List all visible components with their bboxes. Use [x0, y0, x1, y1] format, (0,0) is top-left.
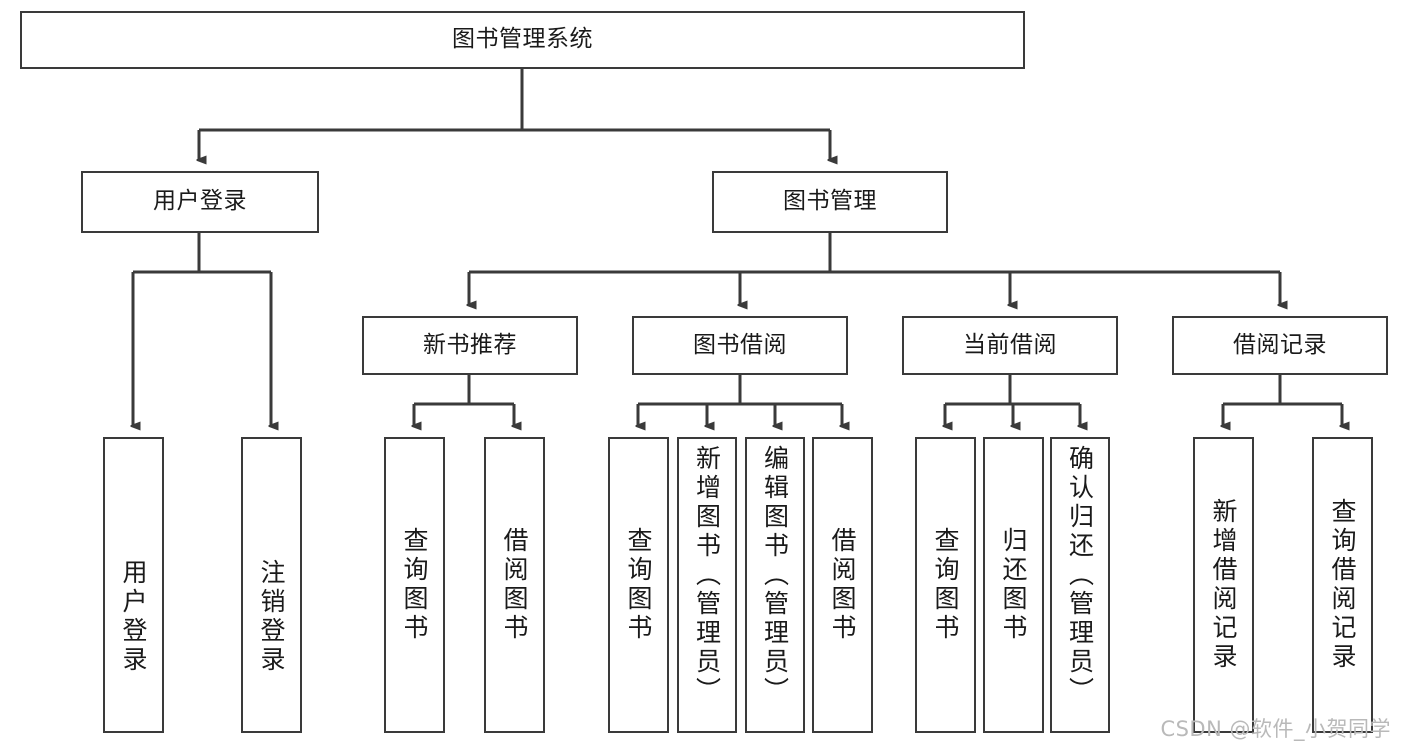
- node-book-borrow-label: 图书借阅: [693, 331, 787, 358]
- node-user-login-label: 用户登录: [153, 188, 247, 215]
- node-borrow-records[interactable]: 借阅记录: [1172, 316, 1388, 375]
- leaf-query-book-2-label: 查询图书: [624, 527, 653, 643]
- leaf-add-book-label: 新增图书（管理员）: [692, 445, 722, 706]
- node-current-borrow[interactable]: 当前借阅: [902, 316, 1118, 375]
- leaf-add-record-label: 新增借阅记录: [1209, 498, 1238, 672]
- leaf-user-login[interactable]: 用户登录: [103, 437, 164, 733]
- leaf-query-book-3-label: 查询图书: [931, 527, 960, 643]
- node-book-management-label: 图书管理: [783, 188, 877, 215]
- leaf-edit-book-label: 编辑图书（管理员）: [760, 445, 790, 706]
- leaf-add-book[interactable]: 新增图书（管理员）: [677, 437, 737, 733]
- node-new-book-recommend[interactable]: 新书推荐: [362, 316, 578, 375]
- watermark: CSDN @软件_小贺同学: [1160, 717, 1391, 741]
- leaf-borrow-book-1[interactable]: 借阅图书: [484, 437, 545, 733]
- leaf-return-book-label: 归还图书: [999, 527, 1028, 643]
- node-current-borrow-label: 当前借阅: [963, 331, 1057, 358]
- node-borrow-records-label: 借阅记录: [1233, 331, 1327, 358]
- node-root-label: 图书管理系统: [452, 26, 593, 53]
- node-book-borrow[interactable]: 图书借阅: [632, 316, 848, 375]
- leaf-query-book-1-label: 查询图书: [400, 527, 429, 643]
- leaf-borrow-book-1-label: 借阅图书: [500, 527, 529, 643]
- leaf-user-logout-label: 注销登录: [257, 559, 286, 675]
- node-new-book-recommend-label: 新书推荐: [423, 331, 517, 358]
- leaf-query-book-2[interactable]: 查询图书: [608, 437, 669, 733]
- leaf-query-book-3[interactable]: 查询图书: [915, 437, 976, 733]
- node-root[interactable]: 图书管理系统: [20, 11, 1025, 69]
- leaf-query-book-1[interactable]: 查询图书: [384, 437, 445, 733]
- leaf-return-book[interactable]: 归还图书: [983, 437, 1044, 733]
- leaf-user-login-label: 用户登录: [119, 559, 148, 675]
- leaf-query-record-label: 查询借阅记录: [1328, 498, 1357, 672]
- leaf-borrow-book-2[interactable]: 借阅图书: [812, 437, 873, 733]
- node-book-management[interactable]: 图书管理: [712, 171, 948, 233]
- leaf-edit-book[interactable]: 编辑图书（管理员）: [745, 437, 805, 733]
- leaf-confirm-return-label: 确认归还（管理员）: [1065, 445, 1095, 706]
- leaf-user-logout[interactable]: 注销登录: [241, 437, 302, 733]
- leaf-borrow-book-2-label: 借阅图书: [828, 527, 857, 643]
- leaf-confirm-return[interactable]: 确认归还（管理员）: [1050, 437, 1110, 733]
- node-user-login[interactable]: 用户登录: [81, 171, 319, 233]
- leaf-add-record[interactable]: 新增借阅记录: [1193, 437, 1254, 733]
- leaf-query-record[interactable]: 查询借阅记录: [1312, 437, 1373, 733]
